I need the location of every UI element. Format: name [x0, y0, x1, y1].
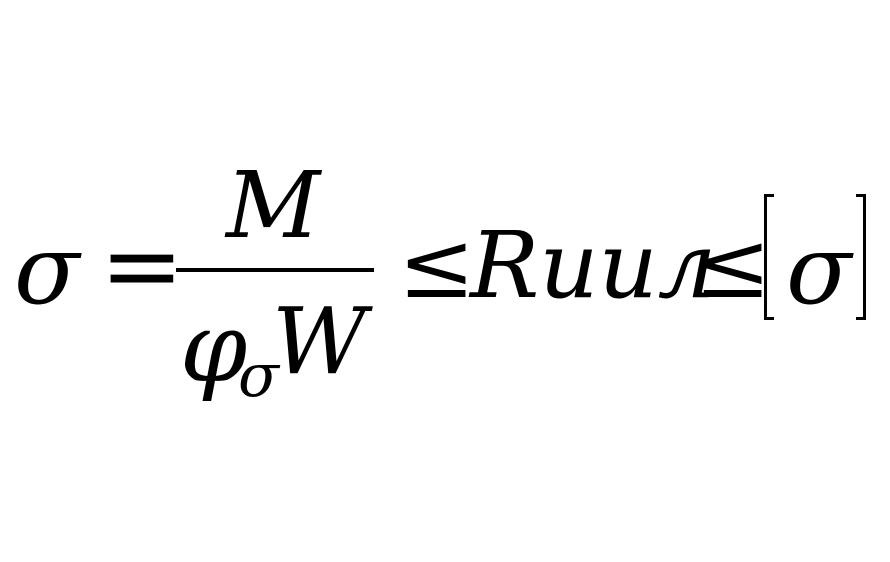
- sigma-subscript: σ: [238, 341, 279, 411]
- allowable-sigma: σ: [786, 214, 852, 326]
- phi-symbol: φ: [180, 292, 248, 404]
- fraction-bar: [176, 268, 374, 272]
- right-square-bracket: [856, 194, 866, 320]
- less-or-equal-sign-2: ≤: [694, 212, 772, 319]
- numerator: M: [226, 152, 321, 259]
- denominator-w: W: [272, 288, 367, 395]
- strength-term: Rиил: [470, 212, 717, 319]
- less-or-equal-sign: ≤: [398, 212, 476, 319]
- left-square-bracket: [764, 194, 774, 320]
- sigma-symbol: σ: [14, 214, 80, 326]
- equals-sign: =: [100, 207, 184, 324]
